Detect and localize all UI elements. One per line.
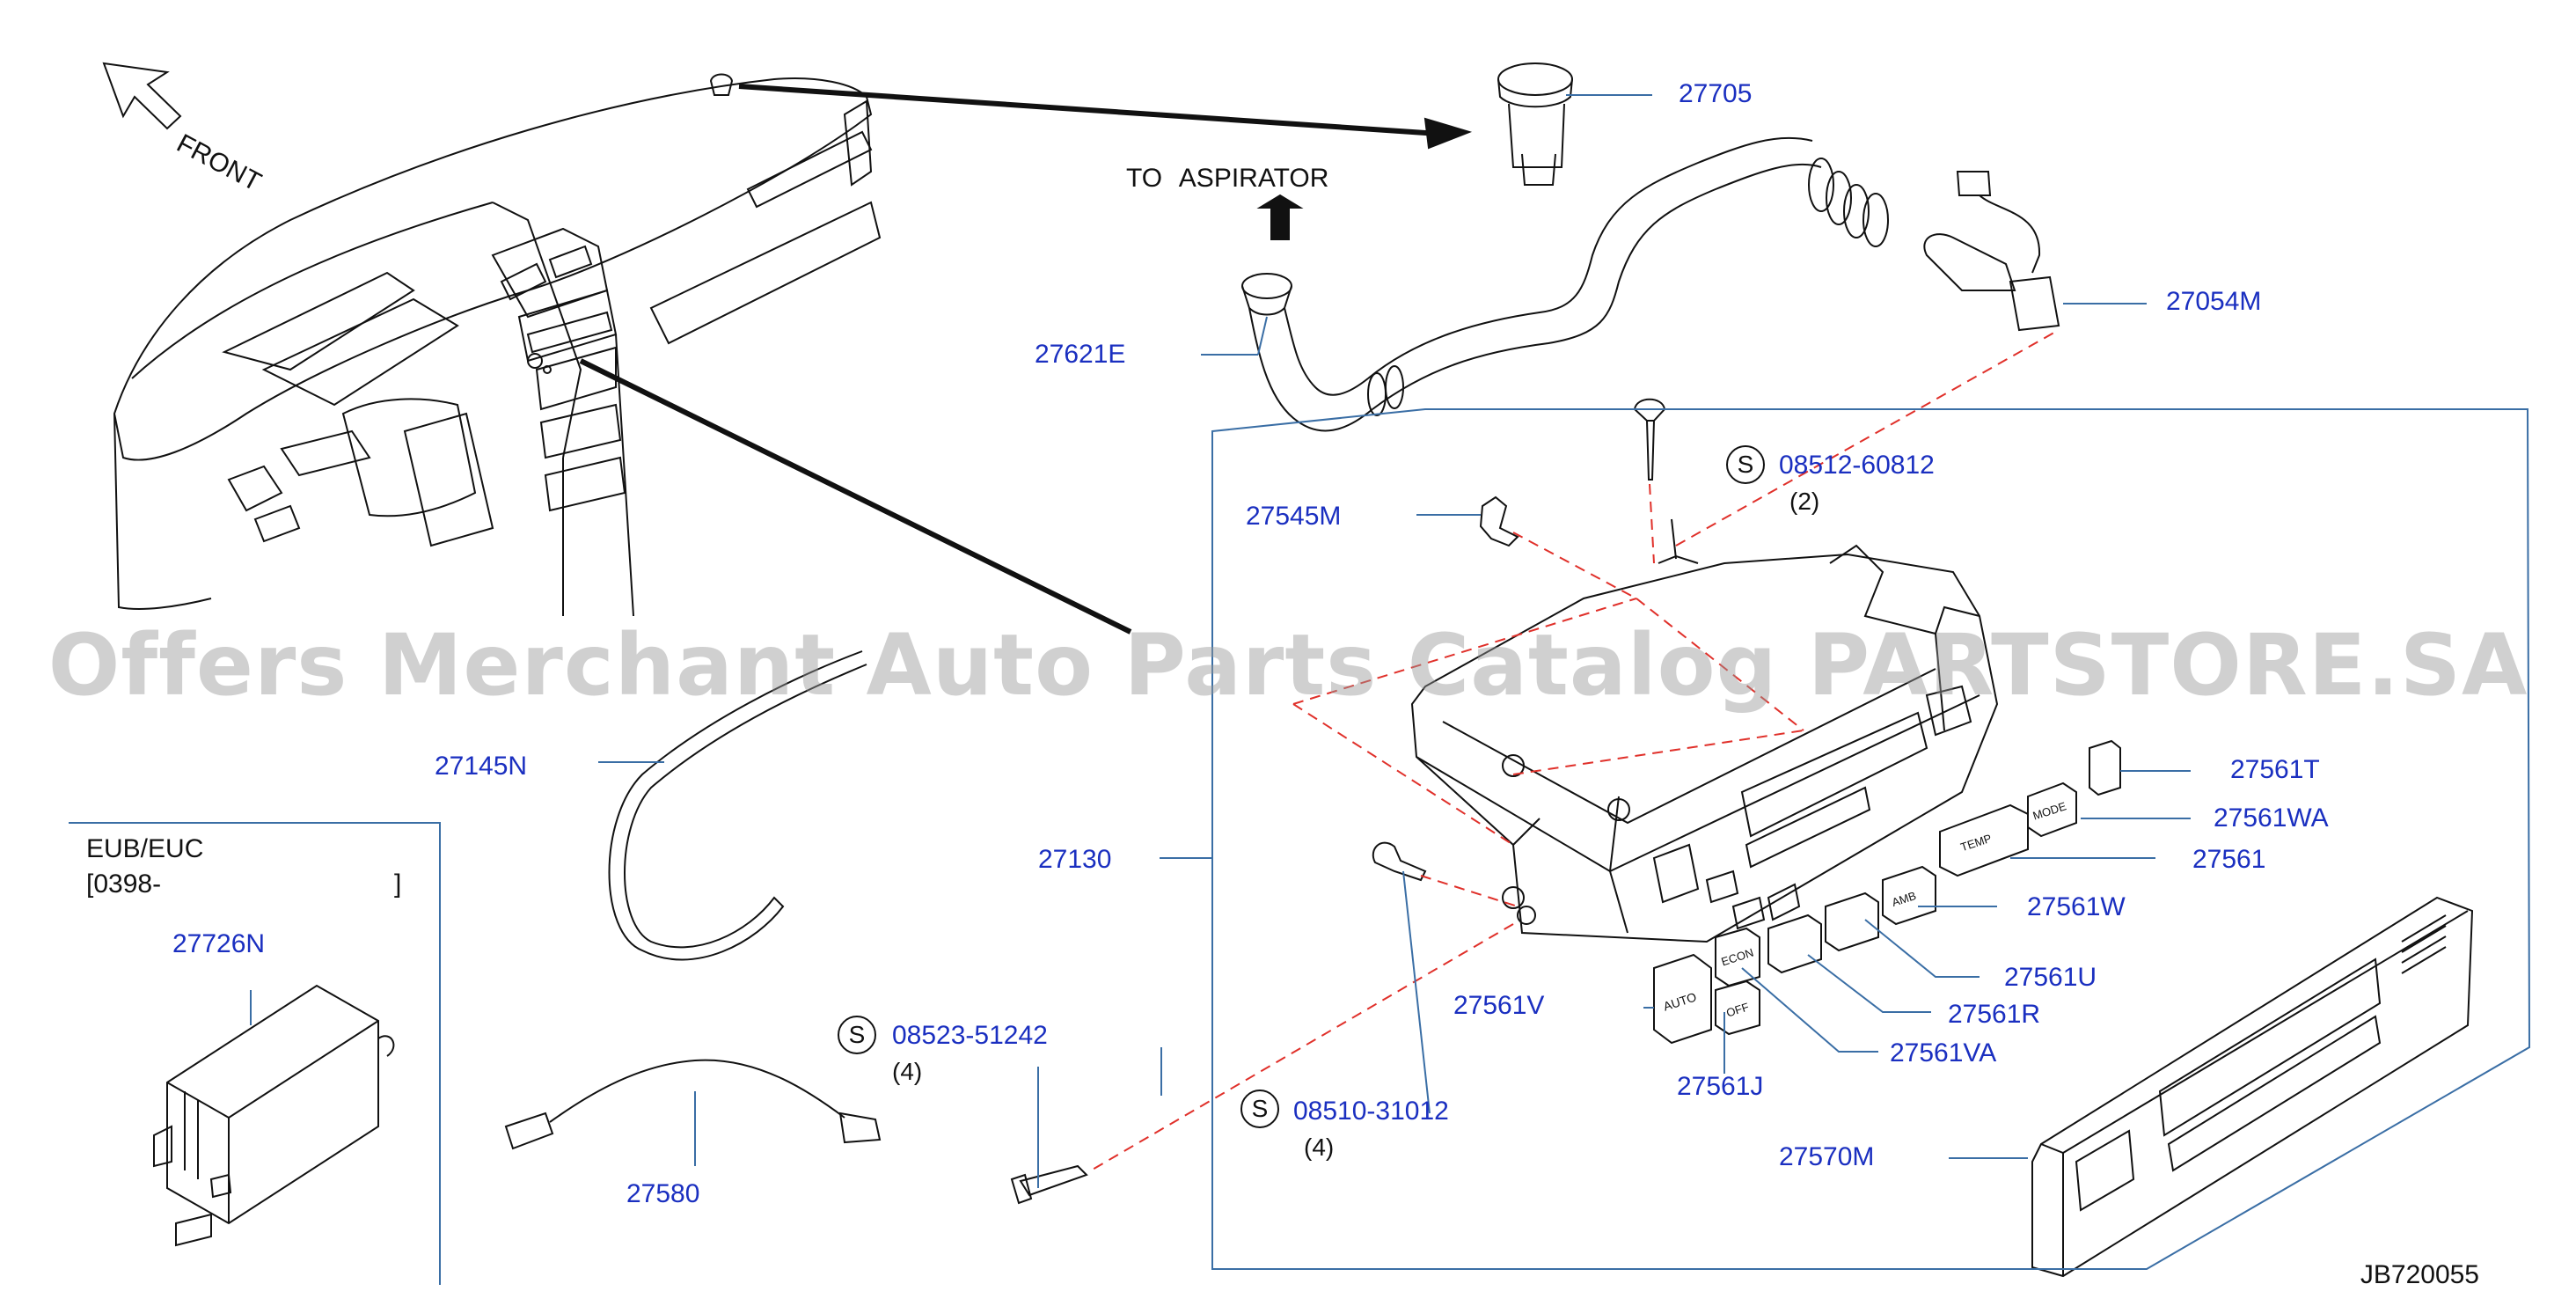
part-label-27621E[interactable]: 27621E: [1035, 340, 1126, 369]
module-27726N-illustration: [153, 984, 395, 1247]
clip-27545M-icon: [1479, 495, 1519, 547]
bezel-27570M-illustration: [2031, 896, 2474, 1278]
quantity-08512: (2): [1789, 488, 1820, 515]
screw-08512-icon: [1633, 398, 1666, 481]
part-label-27561T[interactable]: 27561T: [2230, 755, 2320, 784]
part-label-27705[interactable]: 27705: [1679, 79, 1753, 108]
standard-part-icon: S: [1726, 445, 1765, 484]
dashed-alignment-lines: [1090, 329, 2060, 1171]
date-range-close: ]: [394, 869, 402, 899]
part-label-27561V[interactable]: 27561V: [1453, 991, 1545, 1020]
region-label: EUB/EUC: [86, 834, 204, 863]
cable-27145N-illustration: [608, 650, 867, 961]
sensor-27705-illustration: [1497, 62, 1573, 186]
screw-08510-icon: [1372, 841, 1427, 882]
part-label-27561[interactable]: 27561: [2192, 845, 2266, 874]
part-label-27561J[interactable]: 27561J: [1677, 1072, 1764, 1101]
date-range: [0398-: [86, 869, 162, 899]
aspirator-label: TO ASPIRATOR: [1126, 164, 1329, 193]
part-label-27561WA[interactable]: 27561WA: [2214, 803, 2329, 833]
button-set-illustration: [1653, 739, 2121, 1045]
standard-part-icon: S: [1240, 1090, 1279, 1128]
part-label-27130[interactable]: 27130: [1038, 845, 1112, 874]
part-label-27054M[interactable]: 27054M: [2166, 287, 2262, 316]
screw-08523-icon: [1010, 1164, 1088, 1205]
aspirator-hose-illustration: [1241, 136, 1889, 432]
part-label-27561U[interactable]: 27561U: [2004, 963, 2097, 992]
part-label-27561W[interactable]: 27561W: [2027, 892, 2126, 921]
part-label-27561R[interactable]: 27561R: [1948, 1000, 2041, 1029]
part-label-08523-51242[interactable]: 08523-51242: [892, 1021, 1048, 1050]
part-label-08510-31012[interactable]: 08510-31012: [1293, 1097, 1449, 1126]
watermark: Offers Merchant Auto Parts Catalog PARTS…: [48, 616, 2528, 715]
quantity-08523: (4): [892, 1058, 923, 1085]
part-label-27145N[interactable]: 27145N: [435, 752, 528, 781]
quantity-08510: (4): [1304, 1134, 1335, 1161]
part-label-27570M[interactable]: 27570M: [1779, 1142, 1875, 1171]
harness-27580-illustration: [504, 1059, 882, 1150]
part-label-27726N[interactable]: 27726N: [172, 929, 266, 958]
part-label-08512-60812[interactable]: 08512-60812: [1779, 451, 1935, 480]
sensor-nub-icon: [709, 73, 734, 96]
aspirator-arrow-icon: [1256, 194, 1304, 240]
control-unit-27130-illustration: [1410, 518, 1999, 943]
part-label-27561VA[interactable]: 27561VA: [1890, 1038, 1997, 1068]
part-label-27545M[interactable]: 27545M: [1246, 502, 1342, 531]
dashboard-illustration: [113, 77, 882, 617]
sensor-27054M-illustration: [1923, 171, 2060, 332]
standard-part-icon: S: [838, 1016, 876, 1054]
front-arrow-icon: [102, 62, 182, 130]
part-label-27580[interactable]: 27580: [626, 1179, 700, 1208]
leader-lines: [69, 94, 2531, 1285]
diagram-code: JB720055: [2360, 1260, 2479, 1289]
